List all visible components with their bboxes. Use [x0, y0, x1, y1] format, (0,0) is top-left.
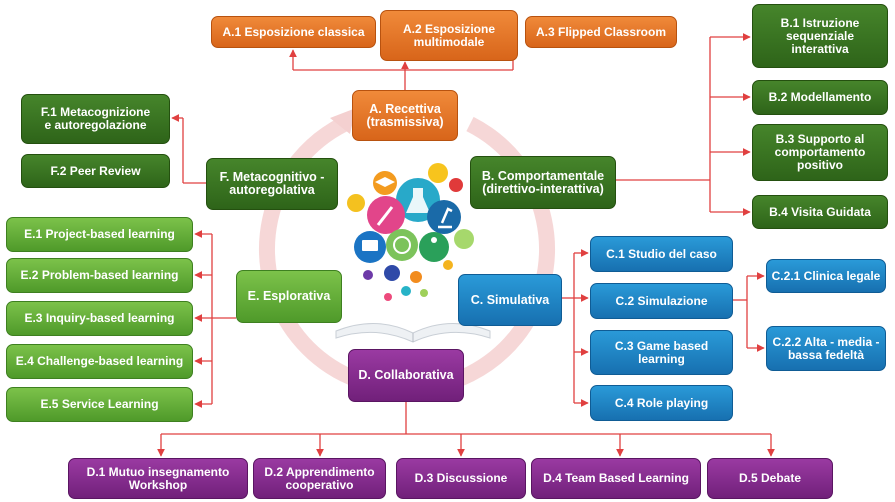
item-d5[interactable]: D.5 Debate: [707, 458, 833, 499]
item-b1[interactable]: B.1 Istruzione sequenziale interattiva: [752, 4, 888, 68]
item-a3[interactable]: A.3 Flipped Classroom: [525, 16, 677, 48]
main-a-recettiva[interactable]: A. Recettiva (trasmissiva): [352, 90, 458, 141]
cycle-arrowhead: [330, 108, 356, 134]
item-d1[interactable]: D.1 Mutuo insegnamento Workshop: [68, 458, 248, 499]
item-e5[interactable]: E.5 Service Learning: [6, 387, 193, 422]
open-book-icon: [335, 323, 491, 343]
item-c22[interactable]: C.2.2 Alta - media - bassa fedeltà: [766, 326, 886, 371]
item-c2[interactable]: C.2 Simulazione: [590, 283, 733, 319]
item-e2[interactable]: E.2 Problem-based learning: [6, 258, 193, 293]
item-c1[interactable]: C.1 Studio del caso: [590, 236, 733, 272]
main-d-collaborativa[interactable]: D. Collaborativa: [348, 349, 464, 402]
item-a1[interactable]: A.1 Esposizione classica: [211, 16, 376, 48]
item-b3[interactable]: B.3 Supporto al comportamento positivo: [752, 124, 888, 181]
running-person-icon: [419, 232, 449, 262]
item-d2[interactable]: D.2 Apprendimento cooperativo: [253, 458, 386, 499]
item-e1[interactable]: E.1 Project-based learning: [6, 217, 193, 252]
item-c21[interactable]: C.2.1 Clinica legale: [766, 259, 886, 293]
item-f1[interactable]: F.1 Metacognizione e autoregolazione: [21, 94, 170, 144]
item-d4[interactable]: D.4 Team Based Learning: [531, 458, 701, 499]
item-d3[interactable]: D.3 Discussione: [396, 458, 526, 499]
item-e4[interactable]: E.4 Challenge-based learning: [6, 344, 193, 379]
main-b-comportamentale[interactable]: B. Comportamentale (direttivo-interattiv…: [470, 156, 616, 209]
item-c3[interactable]: C.3 Game based learning: [590, 330, 733, 375]
main-c-simulativa[interactable]: C. Simulativa: [458, 274, 562, 326]
item-b4[interactable]: B.4 Visita Guidata: [752, 195, 888, 229]
item-b2[interactable]: B.2 Modellamento: [752, 80, 888, 115]
item-e3[interactable]: E.3 Inquiry-based learning: [6, 301, 193, 336]
main-f-metacognitivo[interactable]: F. Metacognitivo - autoregolativa: [206, 158, 338, 210]
main-e-esplorativa[interactable]: E. Esplorativa: [236, 270, 342, 323]
chemistry-icon: [454, 229, 474, 249]
atom-icon: [428, 163, 448, 183]
music-icon: [347, 194, 365, 212]
globe-icon: [386, 229, 418, 261]
item-f2[interactable]: F.2 Peer Review: [21, 154, 170, 188]
center-illustration: [335, 163, 491, 343]
item-a2[interactable]: A.2 Esposizione multimodale: [380, 10, 518, 61]
item-c4[interactable]: C.4 Role playing: [590, 385, 733, 421]
